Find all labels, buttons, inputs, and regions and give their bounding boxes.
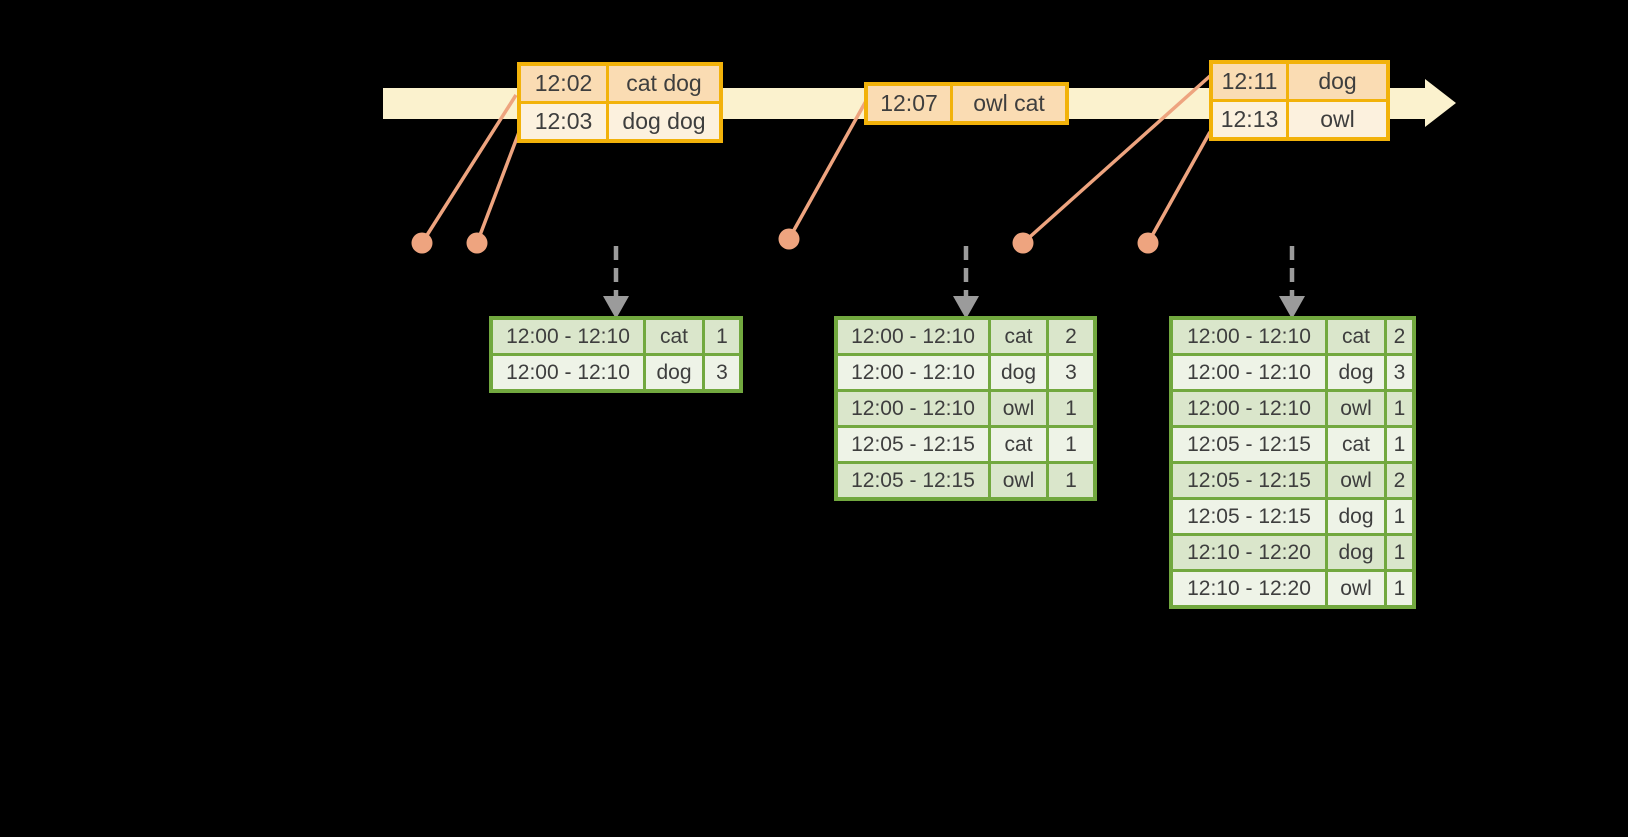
result-key-cell: owl <box>1328 392 1384 425</box>
connector-line <box>787 100 868 240</box>
result-window-cell: 12:00 - 12:10 <box>838 356 988 389</box>
result-window-cell: 12:10 - 12:20 <box>1173 572 1325 605</box>
result-count-cell: 3 <box>1049 356 1093 389</box>
event-time-cell: 12:03 <box>521 104 606 139</box>
result-key-cell: cat <box>1328 320 1384 353</box>
result-key-cell: dog <box>1328 500 1384 533</box>
result-window-cell: 12:05 - 12:15 <box>1173 500 1325 533</box>
event-value-cell: owl <box>1289 102 1386 137</box>
connector-line <box>1146 131 1212 244</box>
event-time-cell: 12:13 <box>1213 102 1286 137</box>
result-count-cell: 3 <box>705 356 739 389</box>
result-key-cell: owl <box>1328 464 1384 497</box>
result-count-cell: 1 <box>1387 572 1412 605</box>
result-count-cell: 2 <box>1387 464 1412 497</box>
result-window-cell: 12:10 - 12:20 <box>1173 536 1325 569</box>
result-window-cell: 12:05 - 12:15 <box>1173 464 1325 497</box>
event-dot <box>778 228 800 250</box>
result-key-cell: cat <box>991 428 1046 461</box>
connector-line <box>475 126 523 244</box>
event-dot <box>466 232 488 254</box>
result-key-cell: dog <box>646 356 702 389</box>
result-count-cell: 3 <box>1387 356 1412 389</box>
result-key-cell: dog <box>1328 536 1384 569</box>
result-count-cell: 1 <box>1049 392 1093 425</box>
result-key-cell: cat <box>991 320 1046 353</box>
result-count-cell: 2 <box>1049 320 1093 353</box>
result-count-cell: 1 <box>705 320 739 353</box>
result-window-cell: 12:00 - 12:10 <box>493 320 643 353</box>
result-count-cell: 1 <box>1387 500 1412 533</box>
result-count-cell: 1 <box>1049 428 1093 461</box>
result-window-cell: 12:05 - 12:15 <box>838 428 988 461</box>
result-count-cell: 1 <box>1387 428 1412 461</box>
result-window-cell: 12:00 - 12:10 <box>838 392 988 425</box>
result-count-cell: 2 <box>1387 320 1412 353</box>
result-window-cell: 12:00 - 12:10 <box>1173 392 1325 425</box>
event-time-cell: 12:11 <box>1213 64 1286 99</box>
result-window-cell: 12:00 - 12:10 <box>1173 320 1325 353</box>
event-dot <box>411 232 433 254</box>
timeline-arrowhead-icon <box>1425 79 1456 127</box>
result-key-cell: dog <box>991 356 1046 389</box>
event-dot <box>1012 232 1034 254</box>
result-count-cell: 1 <box>1387 536 1412 569</box>
event-value-cell: cat dog <box>609 66 719 101</box>
event-value-cell: owl cat <box>953 86 1065 121</box>
result-count-cell: 1 <box>1387 392 1412 425</box>
event-value-cell: dog <box>1289 64 1386 99</box>
result-key-cell: cat <box>1328 428 1384 461</box>
result-window-cell: 12:00 - 12:10 <box>1173 356 1325 389</box>
result-window-cell: 12:00 - 12:10 <box>493 356 643 389</box>
event-dot <box>1137 232 1159 254</box>
event-time-cell: 12:02 <box>521 66 606 101</box>
result-count-cell: 1 <box>1049 464 1093 497</box>
result-window-cell: 12:05 - 12:15 <box>838 464 988 497</box>
event-value-cell: dog dog <box>609 104 719 139</box>
result-key-cell: owl <box>991 392 1046 425</box>
result-key-cell: dog <box>1328 356 1384 389</box>
result-window-cell: 12:05 - 12:15 <box>1173 428 1325 461</box>
event-time-cell: 12:07 <box>868 86 950 121</box>
result-window-cell: 12:00 - 12:10 <box>838 320 988 353</box>
result-key-cell: owl <box>1328 572 1384 605</box>
result-key-cell: owl <box>991 464 1046 497</box>
result-key-cell: cat <box>646 320 702 353</box>
